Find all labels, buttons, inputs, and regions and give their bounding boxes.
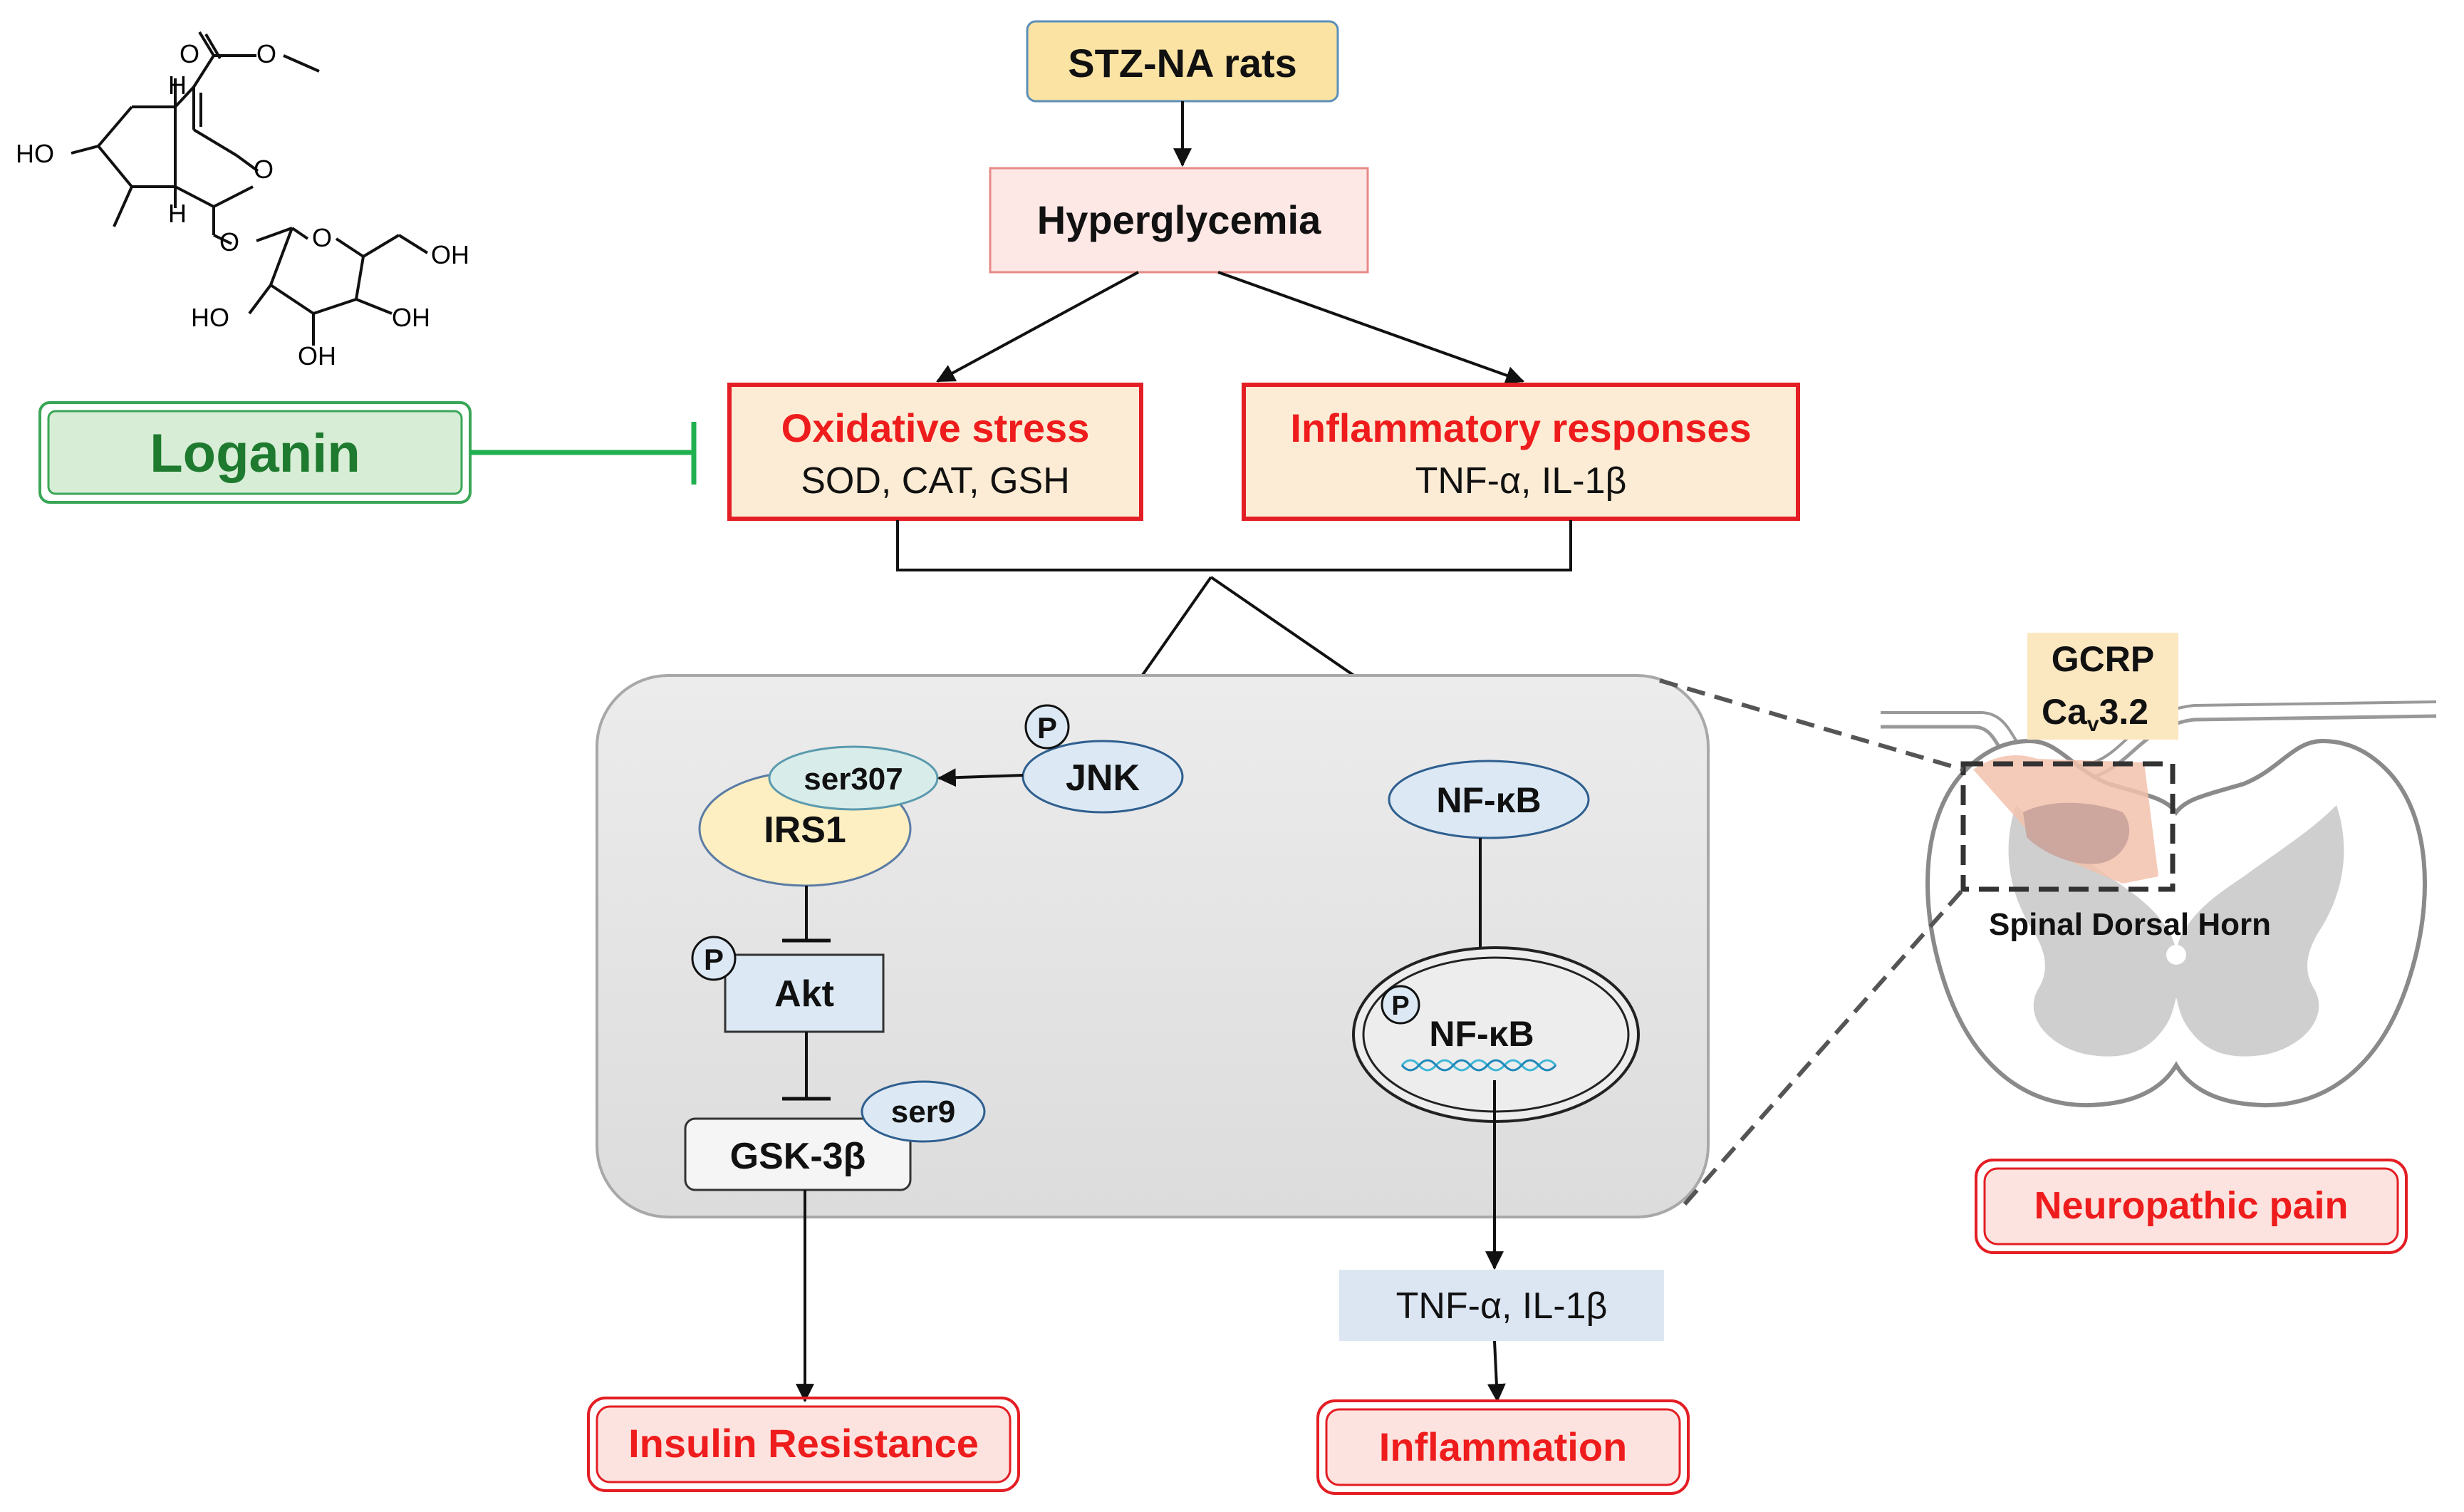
hyperglycemia-box — [989, 167, 1369, 274]
atom-label: H — [168, 199, 187, 228]
nfkb-phospho-label: P — [1391, 991, 1409, 1021]
inflammatory-responses-markers: TNF-α, IL-1β — [1415, 460, 1627, 502]
insulin-resistance-label: Insulin Resistance — [628, 1421, 979, 1466]
loganin-box — [47, 410, 463, 495]
arrow-to-oxidative — [936, 271, 1139, 383]
nucleus-nfkb-label: NF-κB — [1429, 1014, 1534, 1054]
atom-label: HO — [191, 303, 229, 332]
hyperglycemia-label: Hyperglycemia — [1037, 197, 1321, 242]
atom-label: OH — [431, 240, 469, 269]
zoom-connector-bottom — [1683, 888, 1965, 1206]
loganin-structure — [71, 31, 429, 346]
insulin-resistance-outcome: Insulin Resistance — [587, 1397, 1020, 1492]
gsk3b-node — [684, 1117, 912, 1191]
ser307-label: ser307 — [804, 762, 903, 797]
gcrp-label: GCRP — [2052, 639, 2154, 679]
cytokines-label: TNF-α, IL-1β — [1396, 1285, 1608, 1327]
neuropathic-pain-outcome: Neuropathic pain — [1975, 1159, 2408, 1254]
akt-node — [724, 953, 885, 1033]
atom-label: OH — [298, 341, 336, 371]
ser9-site — [861, 1080, 986, 1143]
atom-label: O — [254, 155, 274, 184]
akt-phospho-circle — [691, 936, 737, 981]
loganin-label: Loganin — [150, 423, 360, 484]
jnk-label: JNK — [1066, 757, 1140, 799]
cytokines-box — [1339, 1270, 1664, 1341]
akt-phospho-label: P — [704, 943, 724, 976]
atom-label: OH — [392, 303, 430, 332]
inflammation-outcome: Inflammation — [1316, 1399, 1690, 1495]
inflammatory-responses-box — [1242, 383, 1800, 521]
jnk-phospho-circle — [1024, 704, 1070, 750]
atom-label: O — [256, 39, 276, 68]
arrow-to-inflammatory — [1217, 271, 1525, 385]
atom-label: O — [312, 223, 332, 252]
cav32-label: Cav3.2 — [2042, 692, 2148, 736]
inflammatory-responses-title: Inflammatory responses — [1290, 405, 1751, 450]
atom-label: H — [168, 71, 187, 100]
zoom-connector-top — [1659, 678, 1964, 772]
nfkb-node — [1388, 760, 1590, 839]
oxidative-stress-title: Oxidative stress — [781, 405, 1090, 450]
spinal-dorsal-horn-label: Spinal Dorsal Horn — [1989, 907, 2271, 942]
ser9-label: ser9 — [891, 1094, 956, 1129]
nfkb-label: NF-κB — [1436, 780, 1541, 820]
dna-icon — [1400, 1059, 1557, 1072]
irs1-label: IRS1 — [764, 809, 846, 851]
loganin-structure-labels: O O H HO H O O O OH HO OH OH — [16, 39, 469, 371]
oxidative-stress-markers: SOD, CAT, GSH — [801, 460, 1070, 502]
spinal-cord-illustration — [1881, 700, 2437, 1107]
atom-label: O — [180, 39, 199, 68]
gsk3b-label: GSK-3β — [730, 1136, 866, 1177]
akt-label: Akt — [774, 973, 834, 1015]
arrow-cytokines-to-inflammation — [1487, 1340, 1506, 1403]
gcrp-cav-box — [2027, 633, 2178, 740]
oxidative-stress-box — [727, 383, 1143, 521]
jnk-phospho-label: P — [1037, 711, 1057, 745]
inflammation-label: Inflammation — [1379, 1424, 1627, 1469]
atom-label: HO — [16, 139, 54, 168]
atom-label: O — [219, 227, 239, 257]
nfkb-phospho-circle — [1381, 985, 1420, 1025]
neuropathic-pain-label: Neuropathic pain — [2034, 1184, 2348, 1227]
join-bracket — [896, 520, 1572, 571]
arrow-jnk-to-ser307 — [937, 768, 1024, 787]
stz-na-rats-label: STZ-NA rats — [1068, 41, 1297, 86]
